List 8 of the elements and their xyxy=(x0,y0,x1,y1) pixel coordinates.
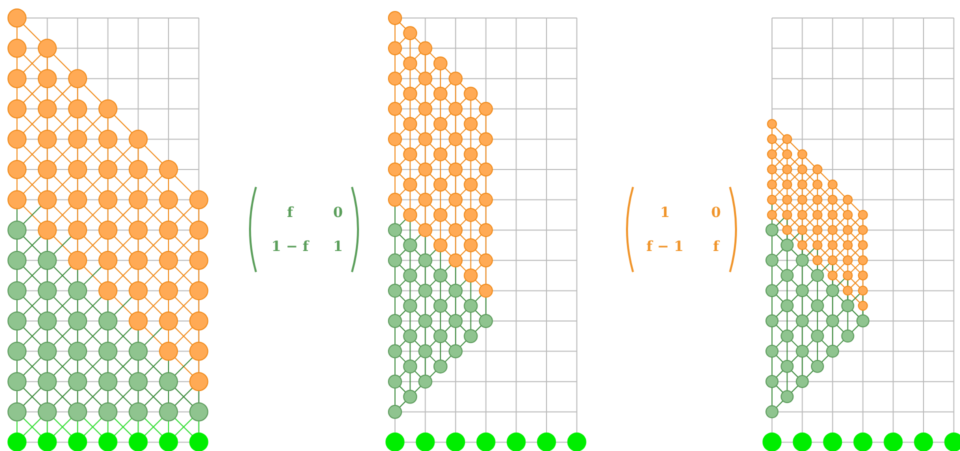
matrix-entry: 0 xyxy=(711,205,721,221)
matrix-entry: f xyxy=(712,239,720,255)
matrix-entry: 1 − f xyxy=(271,239,309,255)
matrix-entry: 1 xyxy=(333,239,343,255)
matrix-entry: 1 xyxy=(660,205,670,221)
matrix-entry: f − 1 xyxy=(646,239,684,255)
matrix-entry: f xyxy=(286,205,294,221)
matrix-entry: 0 xyxy=(333,205,343,221)
